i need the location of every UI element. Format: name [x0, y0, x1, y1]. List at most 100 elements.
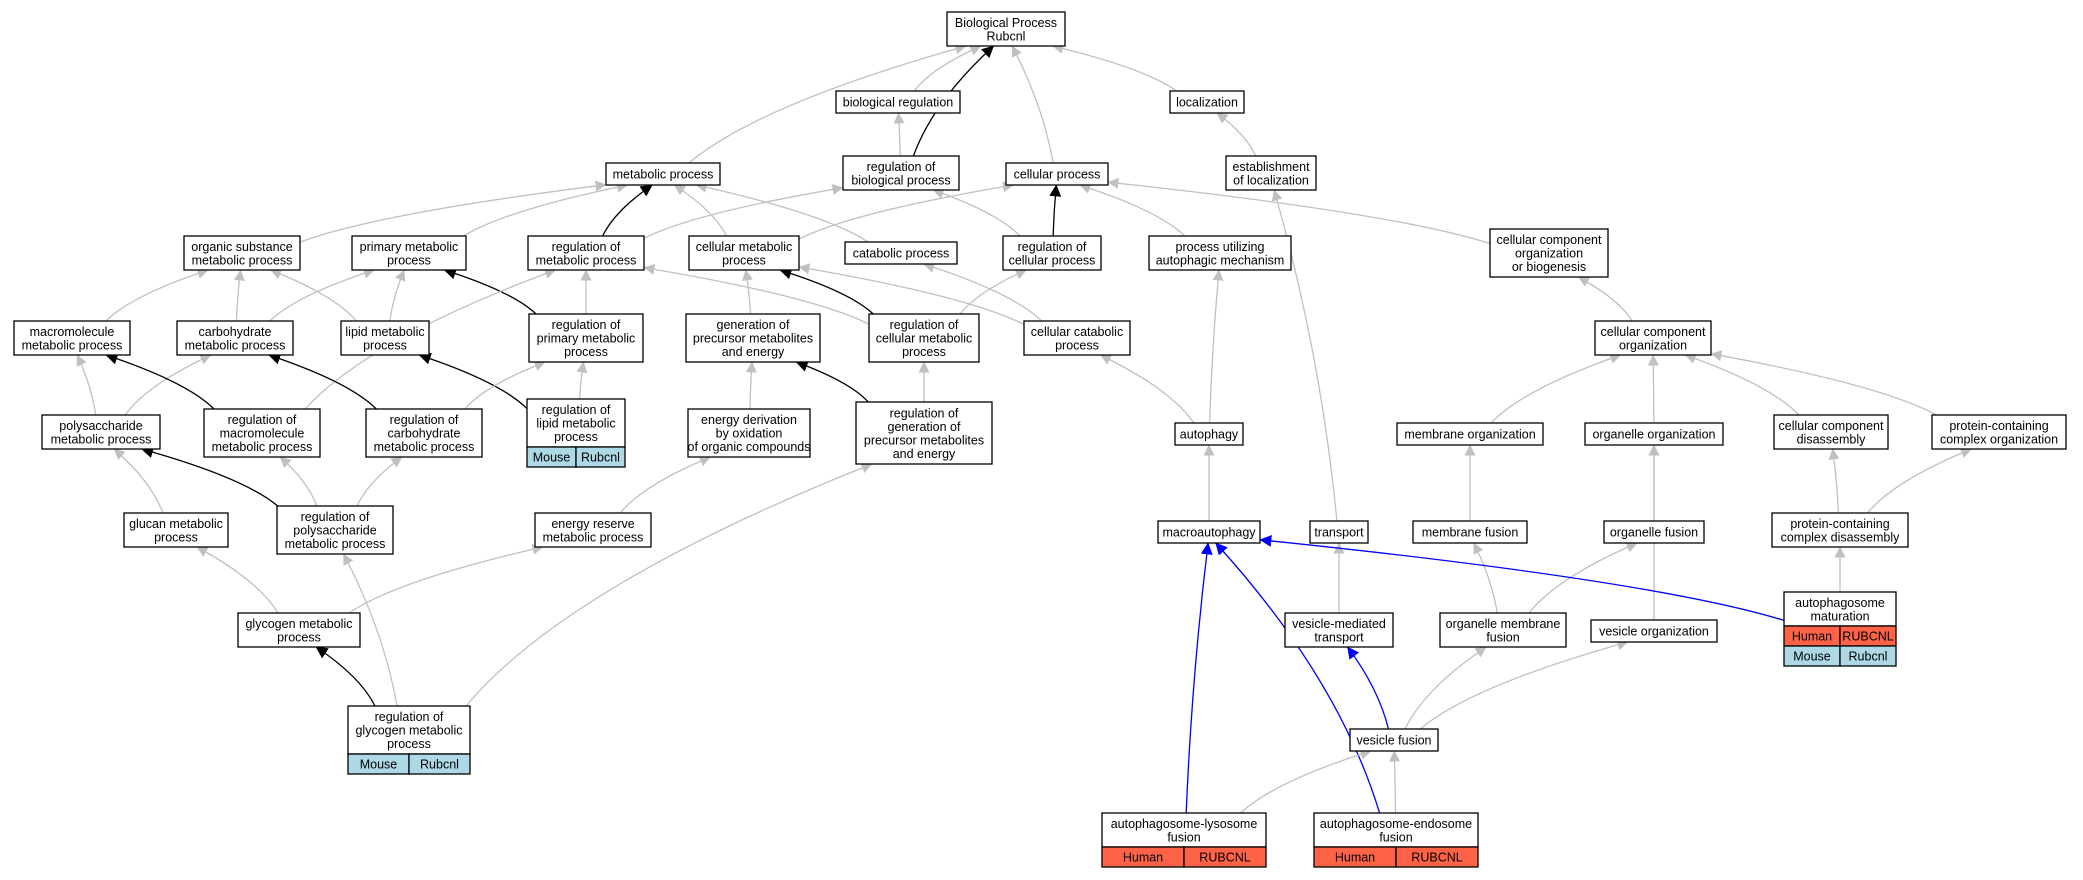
go-term-node[interactable]: biological regulation — [835, 90, 961, 114]
node-label: of localization — [1233, 173, 1309, 187]
node-label: primary metabolic — [360, 240, 459, 254]
node-box — [276, 505, 394, 555]
node-box — [1412, 520, 1528, 544]
node-box — [1169, 90, 1245, 114]
node-label: generation of — [717, 318, 791, 332]
node-box — [183, 235, 301, 271]
node-label: fusion — [1167, 830, 1200, 844]
gray-edge — [1528, 542, 1638, 614]
node-box — [1101, 812, 1267, 848]
gray-edge — [1647, 354, 1659, 424]
node-label: lipid metabolic — [345, 325, 424, 339]
gray-edge — [1473, 542, 1498, 614]
gray-edge — [1099, 354, 1195, 424]
go-term-node[interactable]: vesicle organization — [1590, 619, 1718, 643]
go-term-node[interactable]: catabolic process — [844, 241, 958, 265]
species-gene-label: Human — [1123, 851, 1163, 865]
gray-edge — [1011, 45, 1054, 164]
node-box — [687, 408, 811, 458]
node-box — [1931, 414, 2067, 450]
go-term-node[interactable]: autophagy — [1174, 422, 1244, 446]
go-term-node[interactable]: organelle fusion — [1603, 520, 1705, 544]
gray-edge — [798, 263, 1025, 326]
gray-edge — [576, 361, 588, 400]
node-label: of organic compounds — [688, 440, 811, 454]
go-term-node[interactable]: cellular process — [1005, 162, 1109, 186]
node-label: catabolic process — [853, 247, 950, 261]
node-box — [1783, 591, 1897, 627]
edges-layer — [76, 43, 1972, 814]
go-term-node[interactable]: membrane fusion — [1412, 520, 1528, 544]
gray-edge — [279, 456, 318, 507]
species-gene-label: RUBCNL — [1199, 851, 1250, 865]
human-cell — [1395, 846, 1479, 868]
node-box — [123, 512, 229, 548]
black-edge — [105, 352, 215, 410]
node-label: regulation of — [890, 318, 959, 332]
species-gene-label: Rubcnl — [581, 451, 620, 465]
node-label: metabolic process — [543, 530, 644, 544]
go-term-node[interactable]: localization — [1169, 90, 1245, 114]
node-box — [526, 398, 626, 448]
node-label: cellular component — [1601, 325, 1706, 339]
node-label: regulation of — [542, 403, 611, 417]
node-label: autophagosome — [1795, 596, 1885, 610]
go-term-node[interactable]: organelle organization — [1584, 422, 1724, 446]
node-label: localization — [1176, 96, 1238, 110]
gray-edge — [1867, 447, 1972, 514]
node-label: glycogen metabolic — [245, 617, 352, 631]
black-edge — [268, 352, 377, 410]
black-edge — [418, 352, 528, 410]
gray-edge — [342, 553, 398, 707]
go-term-node[interactable]: membrane organization — [1396, 422, 1544, 446]
node-label: biological process — [851, 173, 950, 187]
node-label: maturation — [1810, 609, 1869, 623]
node-box — [1313, 812, 1479, 848]
go-term-node[interactable]: macroautophagy — [1157, 520, 1261, 544]
node-label: fusion — [1486, 630, 1519, 644]
go-term-node[interactable]: transport — [1309, 520, 1369, 544]
go-term-node[interactable]: vesicle fusion — [1349, 728, 1439, 752]
node-label: energy derivation — [701, 413, 797, 427]
go-term-node[interactable]: metabolic process — [605, 162, 721, 186]
black-edge — [779, 267, 874, 315]
